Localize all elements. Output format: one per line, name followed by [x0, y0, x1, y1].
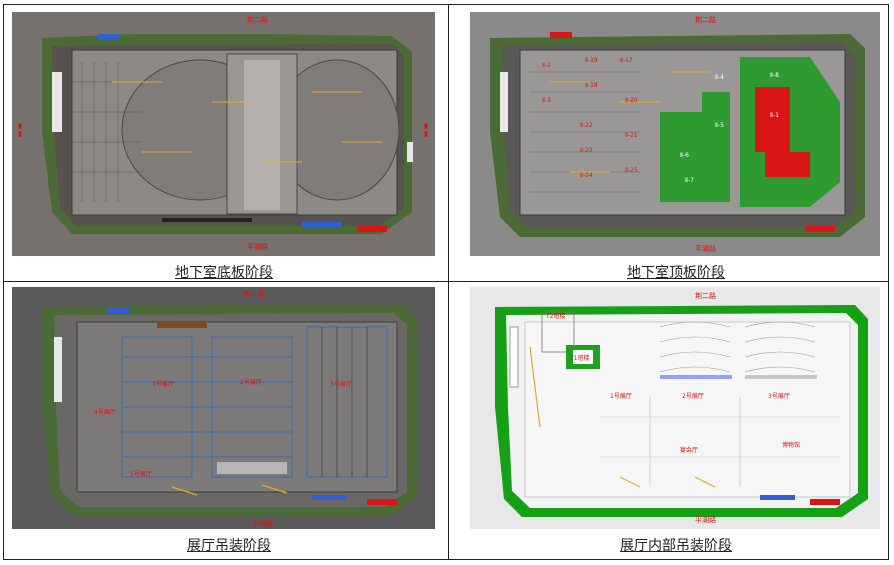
caption-hall-interior-hoisting: 展厅内部吊装阶段	[620, 538, 732, 554]
grid-divider-vertical	[448, 4, 449, 560]
hall-label: 宴会厅	[680, 447, 699, 454]
zone-label: Ⅱ-3	[542, 97, 551, 104]
road-label-south: 平湖路	[252, 520, 273, 528]
hall-label: 5号展厅	[130, 471, 152, 478]
panel-hall-hoisting: 1号展厅 2号展厅 3号展厅 4号展厅 5号展厅 荆二路 平湖路	[12, 287, 435, 529]
road-label-north: 荆二路	[695, 292, 716, 300]
zone-label: Ⅱ-2	[542, 62, 551, 69]
zone-label: Ⅱ-1	[770, 112, 779, 119]
site-plan-hall-hoisting	[42, 305, 417, 515]
panel-hall-interior-hoisting: T2塔楼 T1塔楼 1号展厅 2号展厅 3号展厅 宴会厅 博物馆 荆二路 平湖路	[470, 287, 880, 529]
panel-basement-roof-slab: Ⅱ-2 Ⅱ-3 Ⅱ-19 Ⅱ-18 Ⅱ-17 Ⅱ-20 Ⅱ-21 Ⅱ-22 Ⅱ-…	[470, 12, 880, 256]
road-label-north: 荆二路	[247, 16, 268, 24]
zone-label: Ⅱ-22	[580, 122, 593, 129]
hall-label: 2号展厅	[240, 379, 262, 386]
road-label-west: ▮▮	[16, 122, 24, 138]
zone-label: Ⅱ-17	[620, 57, 633, 64]
caption-basement-roof-slab: 地下室顶板阶段	[627, 265, 725, 281]
building-label: T1塔楼	[570, 355, 590, 362]
hall-label: 2号展厅	[682, 393, 704, 400]
building-label: T2塔楼	[546, 313, 566, 320]
site-plan-basement-floor	[42, 34, 413, 234]
zone-label: Ⅱ-5	[715, 122, 724, 129]
hall-label: 1号展厅	[152, 381, 174, 388]
zone-label: Ⅱ-24	[580, 172, 593, 179]
zone-label: Ⅱ-7	[685, 177, 694, 184]
zone-label: Ⅱ-8	[770, 72, 779, 79]
caption-basement-floor-slab: 地下室底板阶段	[175, 265, 273, 281]
zone-label: Ⅱ-25	[625, 167, 638, 174]
hall-label: 4号展厅	[94, 409, 116, 416]
road-label-south: 平湖路	[695, 516, 716, 524]
zone-label: Ⅱ-4	[715, 74, 724, 81]
road-label-south: 平湖路	[247, 243, 268, 251]
panel-basement-floor-slab: 荆二路 平湖路 ▮▮ ▮▮	[12, 12, 435, 256]
zone-label: Ⅱ-18	[585, 82, 598, 89]
zone-label: Ⅱ-6	[680, 152, 689, 159]
caption-hall-hoisting: 展厅吊装阶段	[187, 538, 271, 554]
site-plan-basement-roof	[490, 32, 865, 237]
hall-label: 3号展厅	[330, 381, 352, 388]
site-plan-hall-interior	[495, 305, 868, 517]
road-label-east: ▮▮	[422, 122, 430, 138]
zone-label: Ⅱ-20	[625, 97, 638, 104]
road-label-south: 平湖路	[695, 245, 716, 253]
zone-label: Ⅱ-23	[580, 147, 593, 154]
road-label-north: 荆二路	[695, 16, 716, 24]
road-label-north: 荆二路	[244, 290, 265, 298]
zone-label: Ⅱ-21	[625, 132, 638, 139]
hall-label: 3号展厅	[768, 393, 790, 400]
hall-label: 1号展厅	[610, 393, 632, 400]
grid-divider-horizontal	[3, 281, 889, 282]
figure-frame	[3, 4, 889, 560]
zone-label: Ⅱ-19	[585, 57, 598, 64]
hall-label: 博物馆	[782, 442, 801, 449]
